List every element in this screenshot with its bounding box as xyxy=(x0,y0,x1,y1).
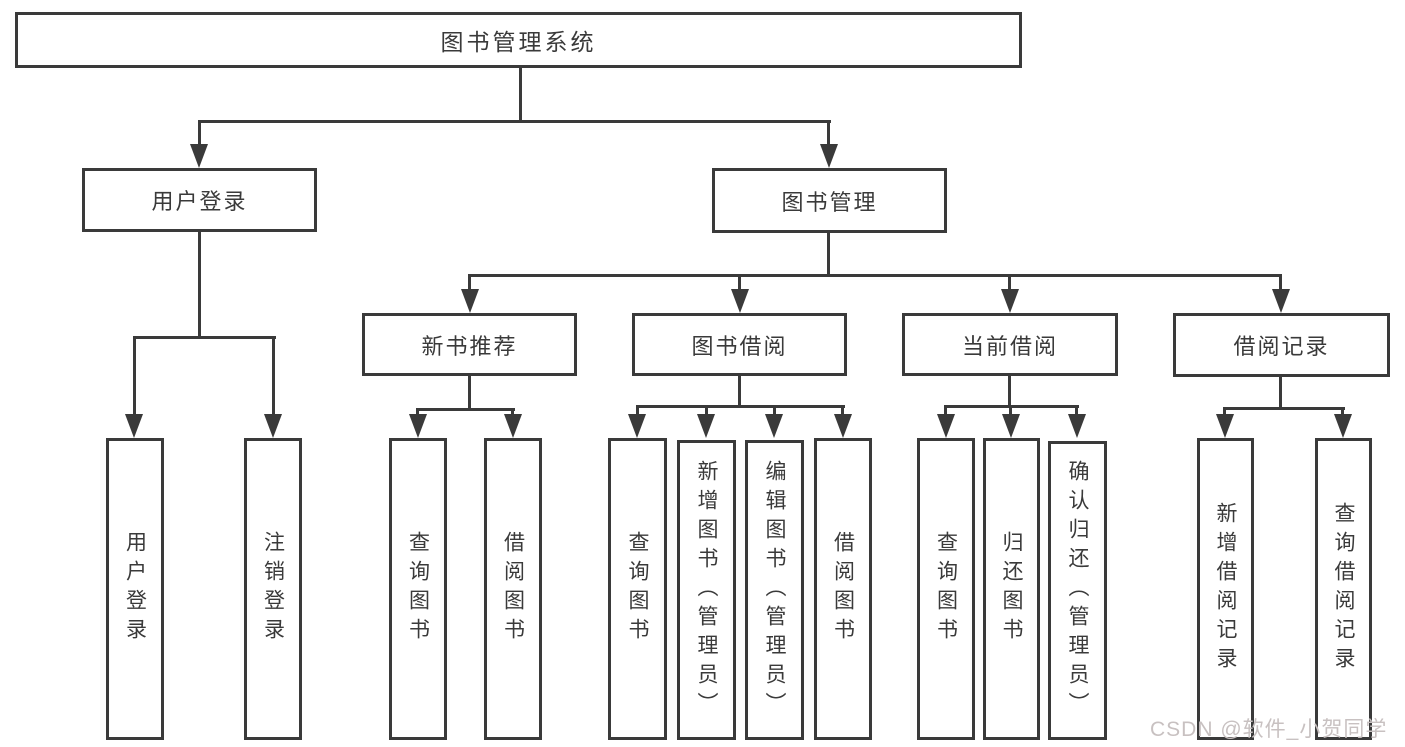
connector-line xyxy=(636,405,639,417)
arrow-down-icon xyxy=(1334,414,1352,438)
connector-line xyxy=(1341,407,1344,417)
connector-line xyxy=(198,120,201,150)
leaf-current-return-books: 归还图书 xyxy=(983,438,1040,740)
leaf-logout: 注销登录 xyxy=(244,438,302,740)
leaf-records-add-record: 新增借阅记录 xyxy=(1197,438,1254,740)
arrow-down-icon xyxy=(1216,414,1234,438)
connector-line xyxy=(198,232,201,339)
connector-line xyxy=(1224,407,1345,410)
connector-line xyxy=(738,274,741,294)
connector-line xyxy=(773,405,776,417)
connector-line xyxy=(1223,407,1226,417)
connector-line xyxy=(468,274,471,294)
connector-line xyxy=(1279,376,1282,410)
leaf-user-login: 用户登录 xyxy=(106,438,164,740)
connector-line xyxy=(841,405,844,417)
leaf-current-confirm-return-admin: 确认归还（管理员） xyxy=(1048,441,1107,740)
leaf-records-query-record: 查询借阅记录 xyxy=(1315,438,1372,740)
connector-line xyxy=(272,336,275,421)
leaf-borrow-borrow-books: 借阅图书 xyxy=(814,438,872,740)
connector-line xyxy=(1075,405,1078,417)
node-root: 图书管理系统 xyxy=(15,12,1022,68)
node-borrow-records: 借阅记录 xyxy=(1173,313,1390,377)
arrow-down-icon xyxy=(264,414,282,438)
arrow-down-icon xyxy=(697,414,715,438)
arrow-down-icon xyxy=(1002,414,1020,438)
connector-line xyxy=(738,376,741,408)
arrow-down-icon xyxy=(461,289,479,313)
node-book-management: 图书管理 xyxy=(712,168,947,233)
arrow-down-icon xyxy=(820,144,838,168)
arrow-down-icon xyxy=(834,414,852,438)
arrow-down-icon xyxy=(1068,414,1086,438)
connector-line xyxy=(468,376,471,411)
arrow-down-icon xyxy=(1001,289,1019,313)
connector-line xyxy=(133,336,136,421)
connector-line xyxy=(198,120,831,123)
leaf-borrow-add-books-admin: 新增图书（管理员） xyxy=(677,440,736,740)
connector-line xyxy=(1008,274,1011,294)
arrow-down-icon xyxy=(937,414,955,438)
node-current-borrow: 当前借阅 xyxy=(902,313,1118,376)
leaf-recommend-borrow-books: 借阅图书 xyxy=(484,438,542,740)
leaf-current-query-books: 查询图书 xyxy=(917,438,975,740)
node-new-book-recommend: 新书推荐 xyxy=(362,313,577,376)
arrow-down-icon xyxy=(504,414,522,438)
arrow-down-icon xyxy=(731,289,749,313)
arrow-down-icon xyxy=(409,414,427,438)
arrow-down-icon xyxy=(765,414,783,438)
connector-line xyxy=(1279,274,1282,294)
leaf-borrow-query-books: 查询图书 xyxy=(608,438,667,740)
connector-line xyxy=(827,120,830,150)
connector-line xyxy=(469,274,1282,277)
csdn-watermark: CSDN @软件_小贺同学 xyxy=(1150,718,1388,741)
connector-line xyxy=(944,405,947,417)
connector-line xyxy=(705,405,708,417)
leaf-recommend-query-books: 查询图书 xyxy=(389,438,447,740)
arrow-down-icon xyxy=(628,414,646,438)
arrow-down-icon xyxy=(125,414,143,438)
arrow-down-icon xyxy=(1272,289,1290,313)
connector-line xyxy=(133,336,276,339)
connector-line xyxy=(1009,405,1012,417)
node-book-borrow: 图书借阅 xyxy=(632,313,847,376)
connector-line xyxy=(417,408,515,411)
arrow-down-icon xyxy=(190,144,208,168)
leaf-borrow-edit-books-admin: 编辑图书（管理员） xyxy=(745,440,804,740)
connector-line xyxy=(636,405,845,408)
connector-line xyxy=(519,66,522,120)
connector-line xyxy=(827,233,830,277)
connector-line xyxy=(1008,376,1011,408)
node-user-login: 用户登录 xyxy=(82,168,317,232)
